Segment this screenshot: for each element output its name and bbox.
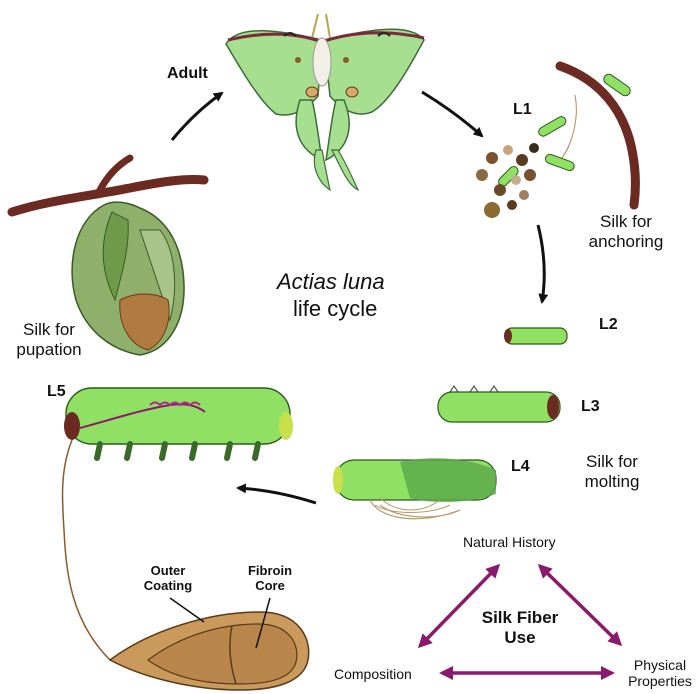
stage-label-l3: L3 [581,398,600,416]
cycle-arrow-adult-to-l1 [422,92,482,136]
eggs-and-l1-larvae-illustration [476,66,635,218]
diagram-subtitle: life cycle [293,296,377,322]
cycle-arrow-l4-to-l5 [238,488,316,503]
l4-larva-illustration [333,458,496,518]
fibroin-core-line-1: Fibroin [238,563,302,578]
cycle-arrow-l1-to-l2 [538,225,544,302]
l3-larva-illustration [438,386,560,422]
composition-label: Composition [334,666,412,682]
silk-fiber-use-line-1: Silk Fiber [470,608,570,628]
natural-history-label: Natural History [463,534,556,550]
silk-for-anchoring-label: Silk for anchoring [581,212,671,252]
stage-label-adult: Adult [167,65,208,83]
adult-moth-illustration [226,14,424,190]
stage-label-l4: L4 [511,458,530,476]
fibroin-core-label: Fibroin Core [238,563,302,593]
outer-coating-line-2: Coating [136,578,200,593]
silk-strand [62,440,110,660]
silk-for-molting-label: Silk for molting [572,452,652,492]
l5-larva-illustration [64,388,293,458]
physical-properties-label: Physical Properties [624,657,696,689]
species-name: Actias luna [277,269,385,295]
silk-for-pupation-label: Silk for pupation [10,320,88,360]
anchoring-line-1: Silk for [581,212,671,232]
physical-properties-line-2: Properties [624,673,696,689]
stage-label-l1: L1 [513,101,532,119]
outer-coating-label: Outer Coating [136,563,200,593]
pupation-line-2: pupation [10,340,88,360]
molting-line-1: Silk for [572,452,652,472]
l2-larva-illustration [504,328,567,344]
cycle-arrow-pupa-to-adult [172,93,222,140]
fibroin-core-line-2: Core [238,578,302,593]
silk-fiber-cross-section [110,598,309,690]
physical-properties-line-1: Physical [624,657,696,673]
stage-label-l5: L5 [47,383,66,401]
stage-label-l2: L2 [599,316,618,334]
anchoring-line-2: anchoring [581,232,671,252]
silk-fiber-use-line-2: Use [470,628,570,648]
pupation-line-1: Silk for [10,320,88,340]
molting-line-2: molting [572,472,652,492]
silk-fiber-use-label: Silk Fiber Use [470,608,570,648]
outer-coating-line-1: Outer [136,563,200,578]
